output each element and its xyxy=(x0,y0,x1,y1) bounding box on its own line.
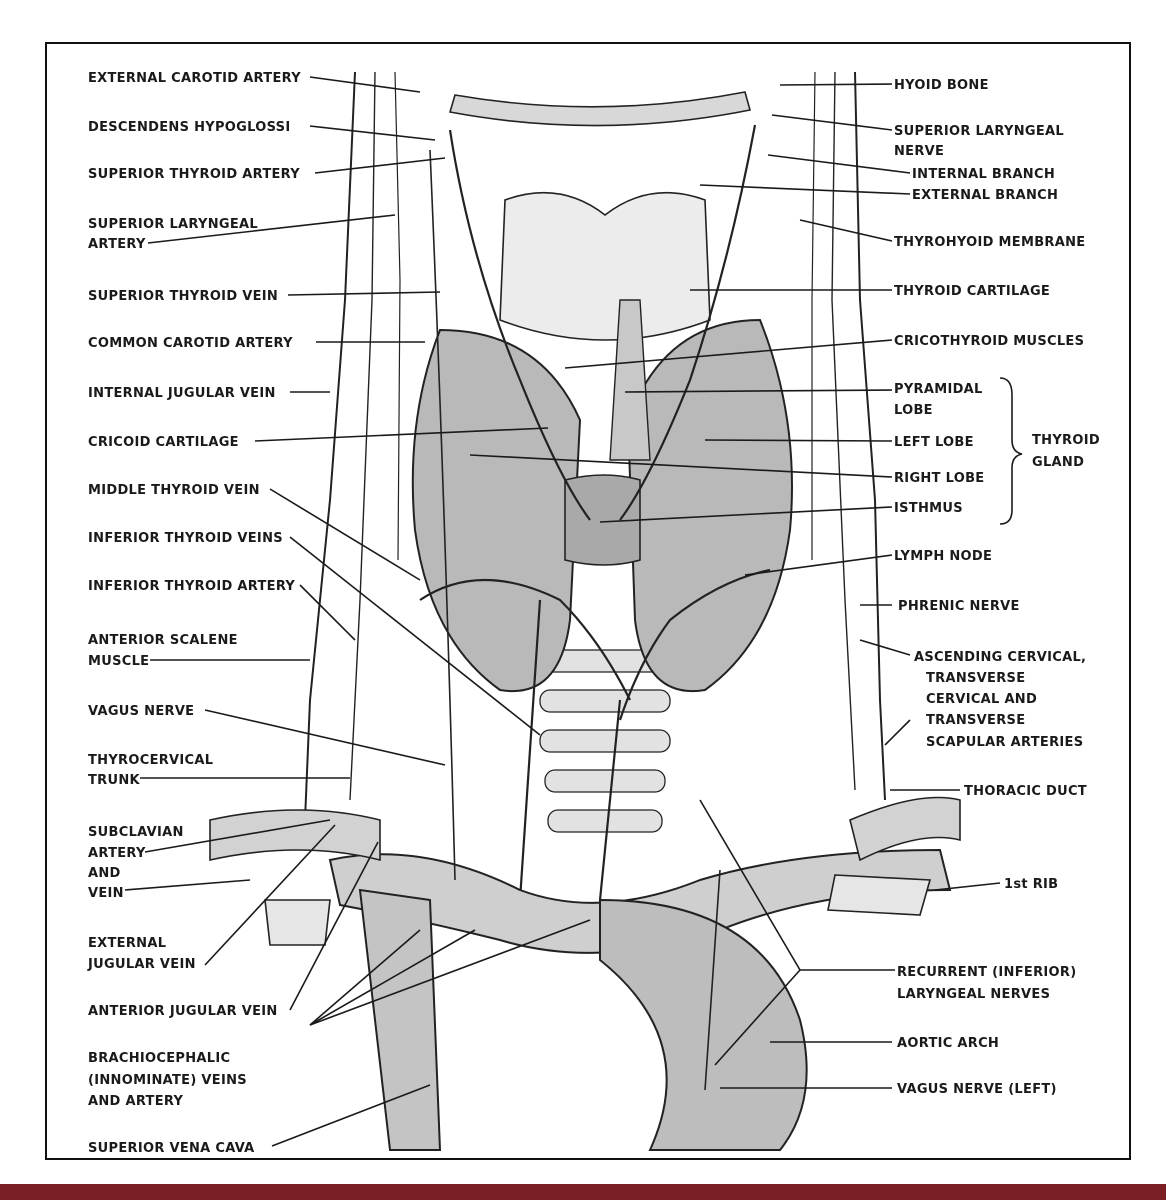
label-thyrocervical-trunk-1: THYROCERVICAL xyxy=(88,753,213,768)
label-lymph-node: LYMPH NODE xyxy=(894,549,992,564)
aortic-arch-shape xyxy=(599,898,808,1151)
label-hyoid-bone: HYOID BONE xyxy=(894,78,989,93)
label-aortic-arch: AORTIC ARCH xyxy=(897,1036,999,1051)
label-thyroid-gland-1: THYROID xyxy=(1032,433,1100,448)
label-thyroid-cartilage: THYROID CARTILAGE xyxy=(894,284,1050,299)
label-subclavian-2: ARTERY xyxy=(88,846,146,861)
label-external-branch: EXTERNAL BRANCH xyxy=(912,188,1058,203)
label-superior-vena-cava: SUPERIOR VENA CAVA xyxy=(88,1141,255,1156)
label-thoracic-duct: THORACIC DUCT xyxy=(964,784,1087,799)
label-thyrohyoid-membrane: THYROHYOID MEMBRANE xyxy=(894,235,1085,250)
label-brachiocephalic-3: AND ARTERY xyxy=(88,1094,183,1109)
label-pyramidal-lobe-2: LOBE xyxy=(894,403,933,418)
label-phrenic-nerve: PHRENIC NERVE xyxy=(898,599,1020,614)
label-common-carotid-artery: COMMON CAROTID ARTERY xyxy=(88,336,293,351)
left-neck-muscles xyxy=(304,71,356,821)
label-ascending-cervical-2: TRANSVERSE xyxy=(926,671,1025,686)
right-subclavian xyxy=(849,796,961,862)
label-vagus-nerve: VAGUS NERVE xyxy=(88,704,194,719)
label-right-lobe: RIGHT LOBE xyxy=(894,471,984,486)
label-ascending-cervical-1: ASCENDING CERVICAL, xyxy=(914,650,1086,665)
label-superior-laryngeal-artery-1: SUPERIOR LARYNGEAL xyxy=(88,217,258,232)
label-thyroid-gland-2: GLAND xyxy=(1032,455,1084,470)
label-cricoid-cartilage: CRICOID CARTILAGE xyxy=(88,435,239,450)
label-superior-thyroid-vein: SUPERIOR THYROID VEIN xyxy=(88,289,278,304)
left-vagus-nerve-line xyxy=(704,869,721,1091)
gland-vessels xyxy=(419,124,771,901)
label-descendens-hypoglossi: DESCENDENS HYPOGLOSSI xyxy=(88,120,290,135)
anatomy-illustration xyxy=(209,71,961,1151)
isthmus-shape xyxy=(564,474,641,566)
label-middle-thyroid-vein: MIDDLE THYROID VEIN xyxy=(88,483,260,498)
label-subclavian-1: SUBCLAVIAN xyxy=(88,825,184,840)
first-rib-shape xyxy=(827,874,932,916)
pyramidal-lobe-shape xyxy=(609,299,651,461)
label-external-jugular-vein-2: JUGULAR VEIN xyxy=(87,957,196,972)
label-recurrent-laryngeal-nerves-2: LARYNGEAL NERVES xyxy=(897,987,1050,1002)
label-internal-branch: INTERNAL BRANCH xyxy=(912,167,1055,182)
label-superior-laryngeal-nerve-1: SUPERIOR LARYNGEAL xyxy=(894,124,1064,139)
label-superior-thyroid-artery: SUPERIOR THYROID ARTERY xyxy=(88,167,300,182)
left-lobe-shape xyxy=(626,318,793,693)
right-lobe-shape xyxy=(411,328,582,693)
label-cricothyroid-muscles: CRICOTHYROID MUSCLES xyxy=(894,334,1084,349)
hyoid-bone-shape xyxy=(448,91,752,127)
label-external-jugular-vein-1: EXTERNAL xyxy=(88,936,166,951)
label-brachiocephalic-1: BRACHIOCEPHALIC xyxy=(88,1051,230,1066)
label-superior-laryngeal-nerve-2: NERVE xyxy=(894,144,944,159)
thyroid-gland-brace xyxy=(999,377,1023,525)
footer-accent-bar xyxy=(0,1184,1166,1200)
label-anterior-scalene-muscle-2: MUSCLE xyxy=(88,654,149,669)
label-ascending-cervical-5: SCAPULAR ARTERIES xyxy=(926,735,1083,750)
label-left-lobe: LEFT LOBE xyxy=(894,435,974,450)
thyroid-cartilage-shape xyxy=(499,191,711,341)
left-labels: EXTERNAL CAROTID ARTERY DESCENDENS HYPOG… xyxy=(87,71,301,1156)
label-recurrent-laryngeal-nerves-1: RECURRENT (INFERIOR) xyxy=(897,965,1076,980)
label-ascending-cervical-4: TRANSVERSE xyxy=(926,713,1025,728)
label-thyrocervical-trunk-2: TRUNK xyxy=(88,773,141,788)
right-neck-muscles xyxy=(854,71,886,801)
trachea-rings xyxy=(539,649,671,833)
left-subclavian xyxy=(209,809,381,862)
label-inferior-thyroid-veins: INFERIOR THYROID VEINS xyxy=(88,531,283,546)
label-anterior-scalene-muscle-1: ANTERIOR SCALENE xyxy=(88,633,238,648)
vagus-nerve-line xyxy=(429,149,456,881)
label-first-rib: 1st RIB xyxy=(1004,877,1058,892)
label-inferior-thyroid-artery: INFERIOR THYROID ARTERY xyxy=(88,579,295,594)
label-subclavian-3: AND xyxy=(88,866,121,881)
label-superior-laryngeal-artery-2: ARTERY xyxy=(88,237,146,252)
label-external-carotid-artery: EXTERNAL CAROTID ARTERY xyxy=(88,71,301,86)
label-brachiocephalic-2: (INNOMINATE) VEINS xyxy=(88,1073,247,1088)
label-anterior-jugular-vein: ANTERIOR JUGULAR VEIN xyxy=(88,1004,278,1019)
label-internal-jugular-vein: INTERNAL JUGULAR VEIN xyxy=(88,386,276,401)
label-vagus-nerve-left: VAGUS NERVE (LEFT) xyxy=(897,1082,1057,1097)
label-subclavian-4: VEIN xyxy=(88,886,124,901)
label-ascending-cervical-3: CERVICAL AND xyxy=(926,692,1037,707)
right-labels: HYOID BONE SUPERIOR LARYNGEAL NERVE INTE… xyxy=(894,78,1100,1097)
label-pyramidal-lobe-1: PYRAMIDAL xyxy=(894,382,983,397)
leader-lines xyxy=(124,76,1023,1147)
superior-vena-cava-shape xyxy=(358,888,442,1151)
label-isthmus: ISTHMUS xyxy=(894,501,963,516)
left-rib-fragment xyxy=(264,899,331,946)
